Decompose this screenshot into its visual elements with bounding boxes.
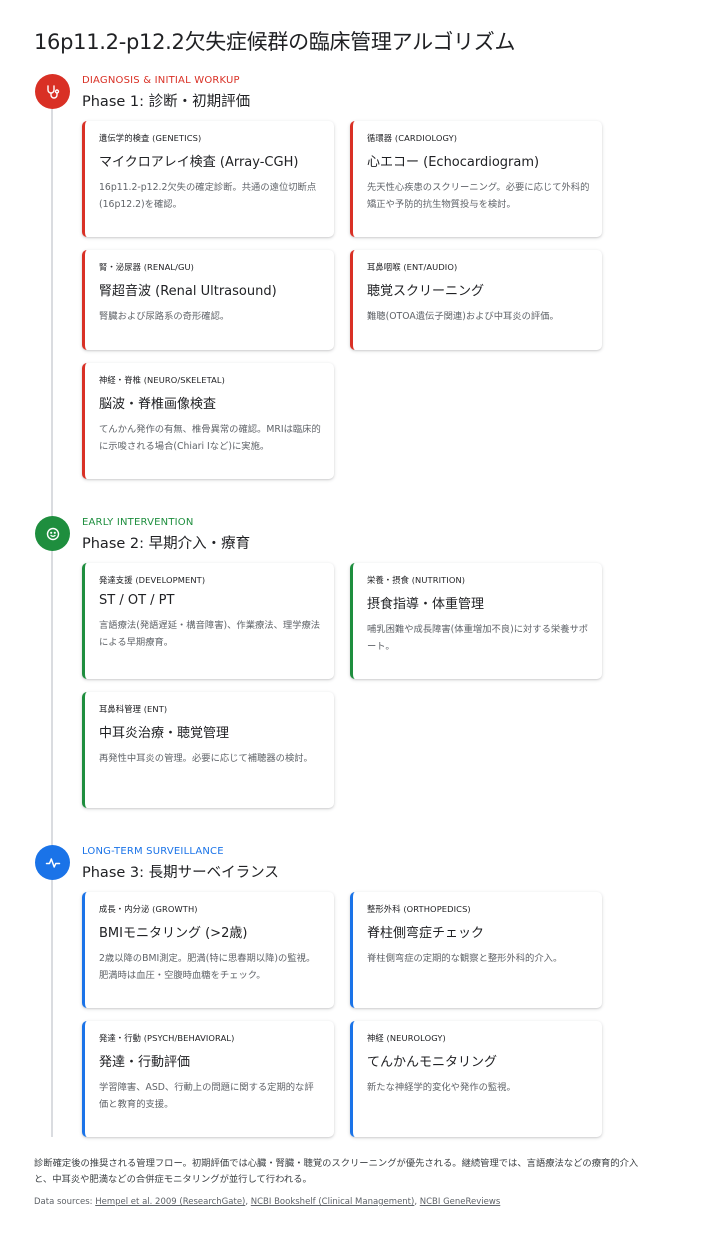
card-label: 耳鼻科管理 (ENT) <box>99 704 168 714</box>
card-title: 脊柱側弯症チェック <box>367 926 485 941</box>
card-title: BMIモニタリング (>2歳) <box>99 926 248 941</box>
card-label: 整形外科 (ORTHOPEDICS) <box>367 904 471 914</box>
card-label: 発達・行動 (PSYCH/BEHAVIORAL) <box>99 1033 235 1043</box>
card-desc: てんかん発作の有無、椎骨異常の確認。MRIは臨床的に示唆される場合(Chiari… <box>99 424 321 452</box>
source-link-ncbi-bookshelf[interactable]: NCBI Bookshelf (Clinical Management) <box>250 1197 415 1207</box>
card-desc: 難聴(OTOA遺伝子関連)および中耳炎の評価。 <box>367 311 559 322</box>
card-desc: 哺乳困難や成長障害(体重増加不良)に対する栄養サポート。 <box>367 624 589 652</box>
card-label: 成長・内分泌 (GROWTH) <box>99 904 198 914</box>
phase-3-title: Phase 3: 長期サーベイランス <box>82 865 279 881</box>
card-psych-behavioral: 発達・行動 (PSYCH/BEHAVIORAL) 発達・行動評価 学習障害、AS… <box>82 1021 334 1137</box>
timeline-line <box>51 92 53 1137</box>
card-desc: 16p11.2-p12.2欠失の確定診断。共通の遠位切断点(16p12.2)を確… <box>99 182 317 210</box>
card-desc: 先天性心疾患のスクリーニング。必要に応じて外科的矯正や予防的抗生物質投与を検討。 <box>367 182 590 210</box>
page-title: 16p11.2-p12.2欠失症候群の臨床管理アルゴリズム <box>34 30 516 54</box>
card-title: 摂食指導・体重管理 <box>367 597 485 612</box>
card-desc: 腎臓および尿路系の奇形確認。 <box>99 311 230 322</box>
pulse-icon <box>35 845 70 880</box>
card-development: 発達支援 (DEVELOPMENT) ST / OT / PT 言語療法(発語遅… <box>82 563 334 679</box>
child-icon <box>35 516 70 551</box>
phase-1-title: Phase 1: 診断・初期評価 <box>82 94 251 110</box>
card-renal: 腎・泌尿器 (RENAL/GU) 腎超音波 (Renal Ultrasound)… <box>82 250 334 350</box>
card-title: ST / OT / PT <box>99 593 175 608</box>
phase-2-eyebrow: EARLY INTERVENTION <box>82 517 194 528</box>
card-desc: 新たな神経学的変化や発作の監視。 <box>367 1082 516 1093</box>
card-nutrition: 栄養・摂食 (NUTRITION) 摂食指導・体重管理 哺乳困難や成長障害(体重… <box>350 563 602 679</box>
card-label: 腎・泌尿器 (RENAL/GU) <box>99 262 195 272</box>
card-title: 聴覚スクリーニング <box>367 284 485 299</box>
footer-note: 診断確定後の推奨される管理フロー。初期評価では心臓・腎臓・聴覚のスクリーニングが… <box>34 1158 639 1185</box>
data-sources: Data sources: Hempel et al. 2009 (Resear… <box>34 1197 501 1207</box>
card-label: 遺伝学的検査 (GENETICS) <box>99 133 202 143</box>
card-cardiology: 循環器 (CARDIOLOGY) 心エコー (Echocardiogram) 先… <box>350 121 602 237</box>
source-link-hempel[interactable]: Hempel et al. 2009 (ResearchGate) <box>95 1197 246 1207</box>
card-label: 発達支援 (DEVELOPMENT) <box>99 575 206 585</box>
card-orthopedics: 整形外科 (ORTHOPEDICS) 脊柱側弯症チェック 脊柱側弯症の定期的な観… <box>350 892 602 1008</box>
card-label: 神経・脊椎 (NEURO/SKELETAL) <box>99 375 225 385</box>
card-ent-audio: 耳鼻咽喉 (ENT/AUDIO) 聴覚スクリーニング 難聴(OTOA遺伝子関連)… <box>350 250 602 350</box>
card-ent: 耳鼻科管理 (ENT) 中耳炎治療・聴覚管理 再発性中耳炎の管理。必要に応じて補… <box>82 692 334 808</box>
card-neurology: 神経 (NEUROLOGY) てんかんモニタリング 新たな神経学的変化や発作の監… <box>350 1021 602 1137</box>
stethoscope-icon <box>35 74 70 109</box>
card-growth: 成長・内分泌 (GROWTH) BMIモニタリング (>2歳) 2歳以降のBMI… <box>82 892 334 1008</box>
source-link-genereviews[interactable]: NCBI GeneReviews <box>419 1197 501 1207</box>
card-genetics: 遺伝学的検査 (GENETICS) マイクロアレイ検査 (Array-CGH) … <box>82 121 334 237</box>
card-label: 神経 (NEUROLOGY) <box>367 1033 446 1043</box>
card-desc: 学習障害、ASD、行動上の問題に関する定期的な評価と教育的支援。 <box>99 1082 314 1110</box>
phase-2-title: Phase 2: 早期介入・療育 <box>82 536 251 552</box>
card-label: 循環器 (CARDIOLOGY) <box>367 133 458 143</box>
card-neuro-skeletal: 神経・脊椎 (NEURO/SKELETAL) 脳波・脊椎画像検査 てんかん発作の… <box>82 363 334 479</box>
card-title: 腎超音波 (Renal Ultrasound) <box>99 284 277 299</box>
card-desc: 再発性中耳炎の管理。必要に応じて補聴器の検討。 <box>99 753 313 764</box>
card-title: 発達・行動評価 <box>99 1055 191 1070</box>
card-title: 心エコー (Echocardiogram) <box>367 155 540 170</box>
card-desc: 脊柱側弯症の定期的な観察と整形外科的介入。 <box>367 953 563 964</box>
card-desc: 言語療法(発語遅延・構音障害)、作業療法、理学療法による早期療育。 <box>99 620 321 648</box>
sources-prefix: Data sources: <box>34 1197 96 1207</box>
card-title: 脳波・脊椎画像検査 <box>99 397 217 412</box>
card-title: てんかんモニタリング <box>367 1055 498 1070</box>
card-desc: 2歳以降のBMI測定。肥満(特に思春期以降)の監視。肥満時は血圧・空腹時血糖をチ… <box>99 953 316 981</box>
phase-1-eyebrow: DIAGNOSIS & INITIAL WORKUP <box>82 75 240 86</box>
card-label: 耳鼻咽喉 (ENT/AUDIO) <box>367 262 458 272</box>
card-label: 栄養・摂食 (NUTRITION) <box>367 575 466 585</box>
card-title: マイクロアレイ検査 (Array-CGH) <box>99 155 299 170</box>
card-title: 中耳炎治療・聴覚管理 <box>99 726 230 741</box>
phase-3-eyebrow: LONG-TERM SURVEILLANCE <box>82 846 224 857</box>
